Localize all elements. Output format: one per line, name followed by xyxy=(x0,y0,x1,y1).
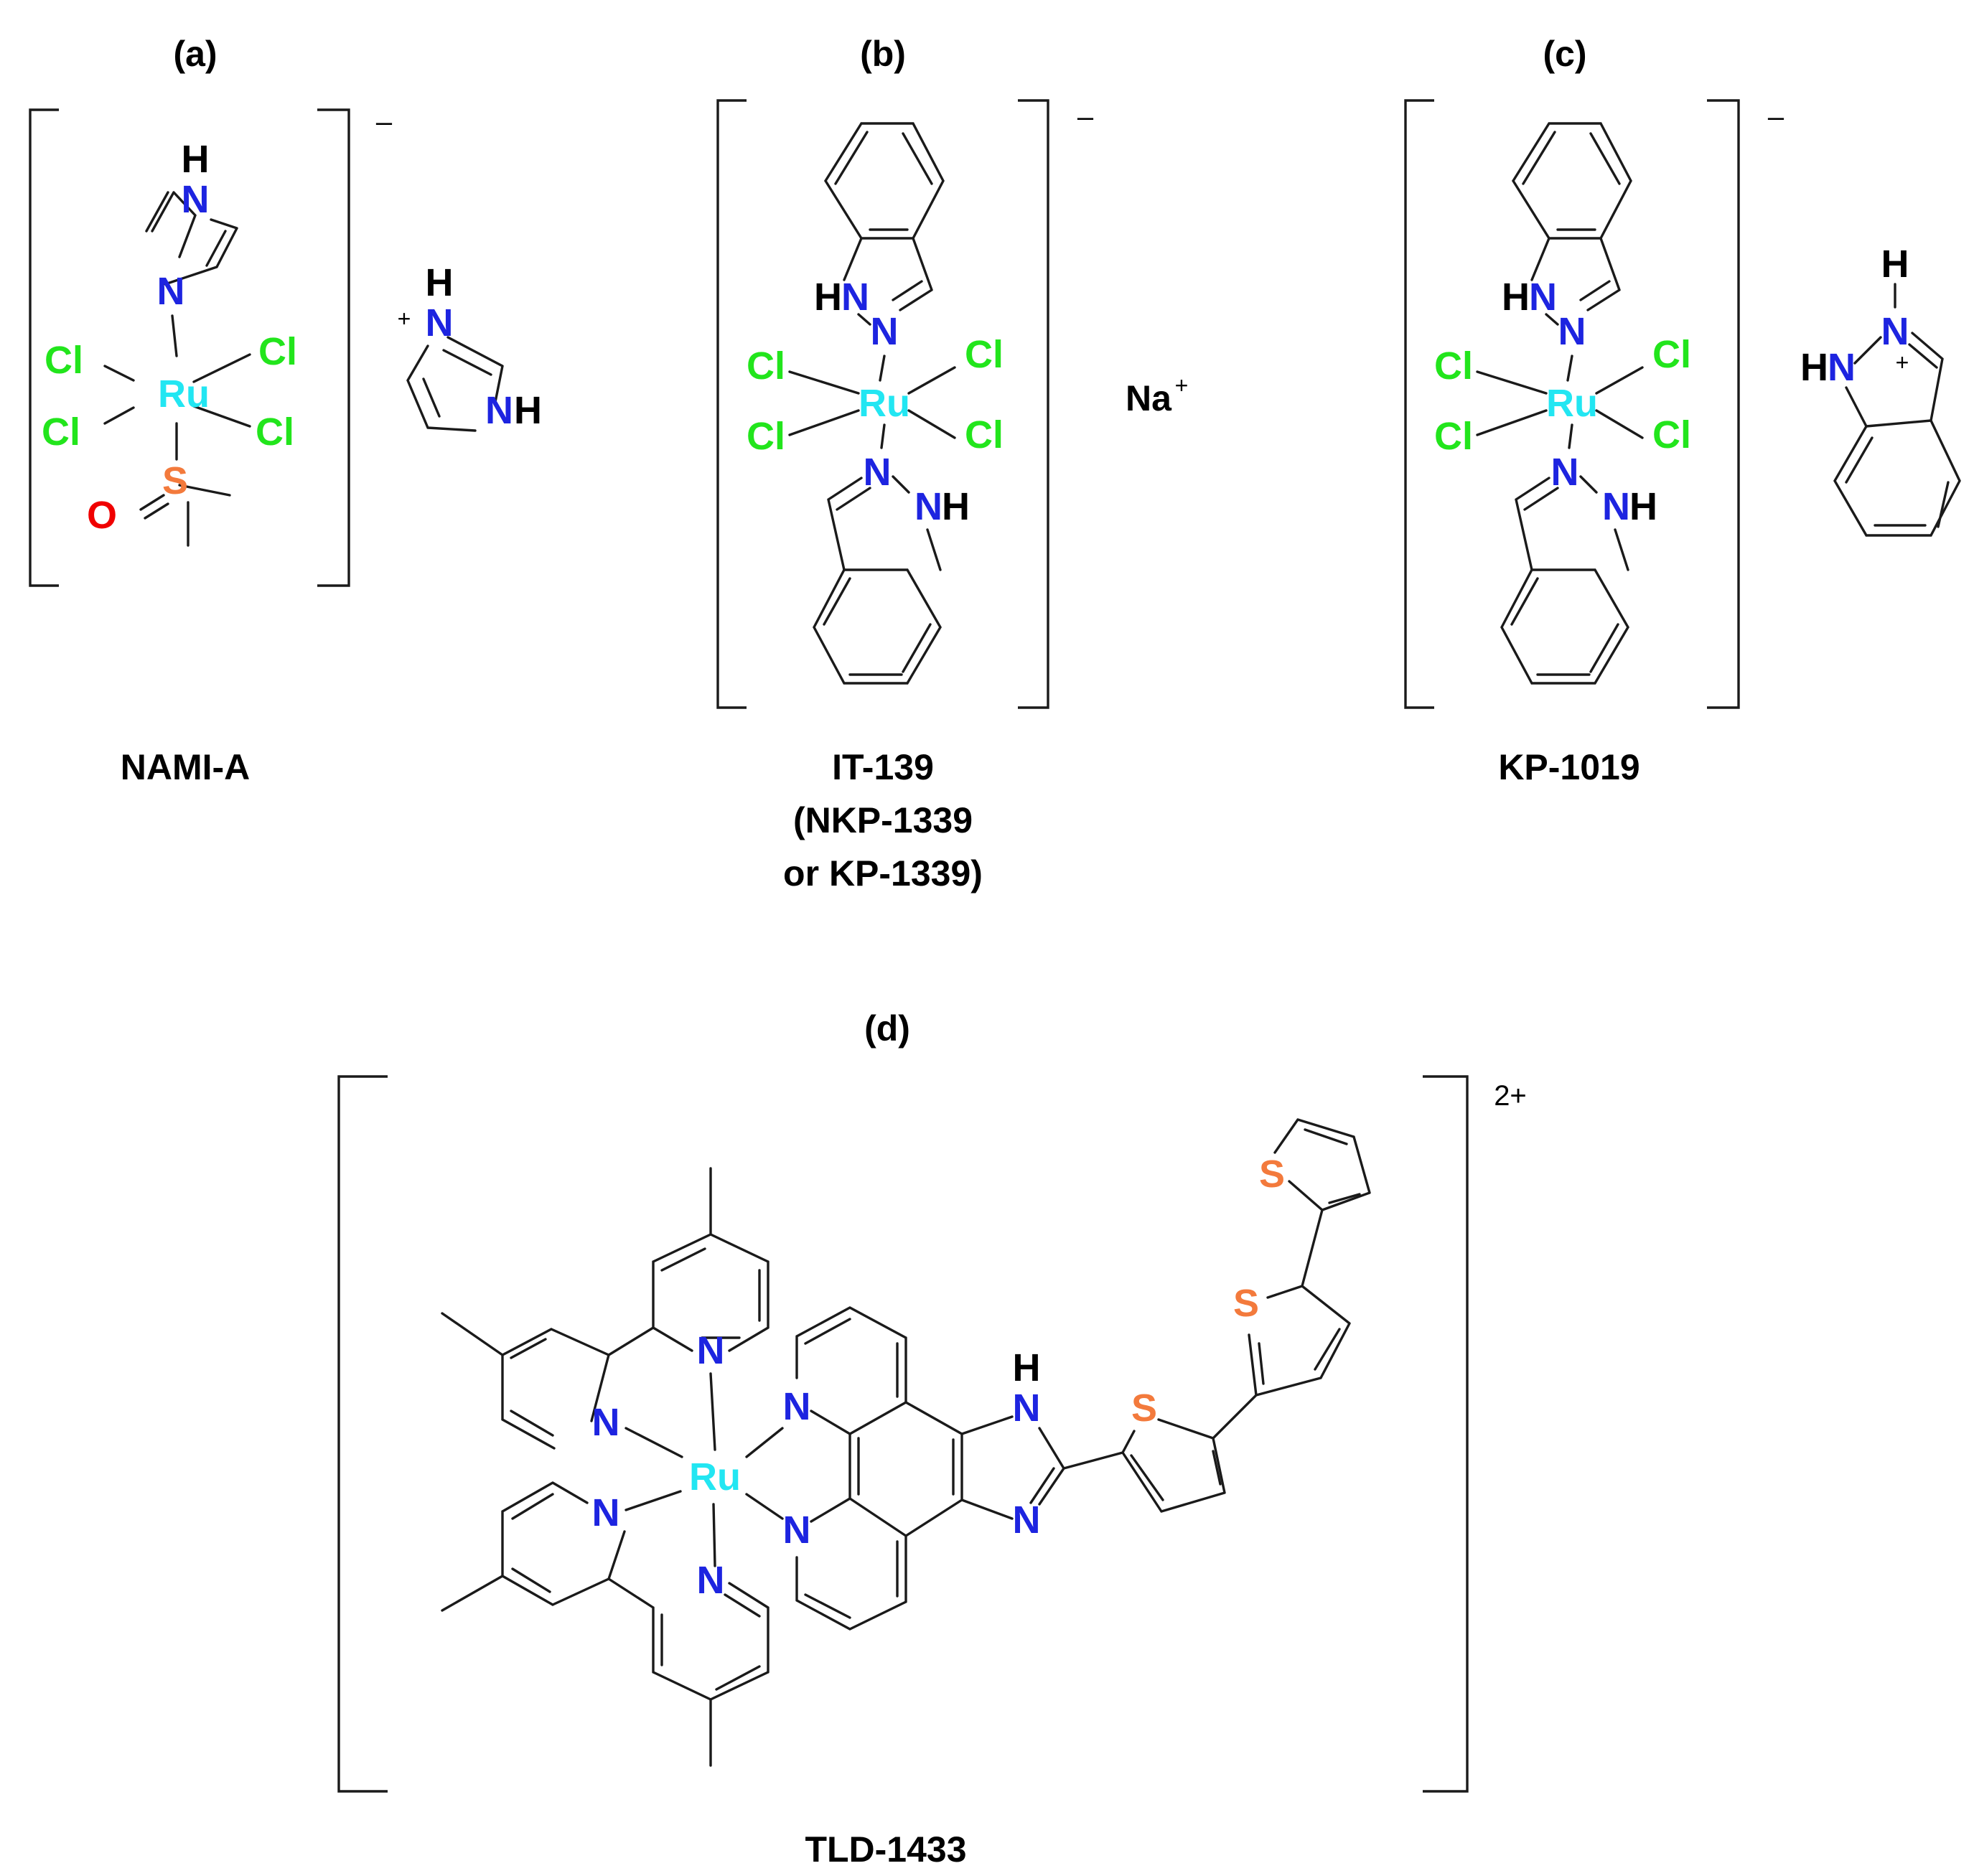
indazole-hn-h: H xyxy=(814,276,842,319)
cl-atom: Cl xyxy=(1652,333,1691,376)
terthiophene-substituent: S S S xyxy=(1062,1118,1371,1513)
phen-n: N xyxy=(783,1385,811,1428)
sodium-charge: + xyxy=(1175,372,1189,398)
indazole-ligand-lower: N N H xyxy=(1500,451,1657,685)
panel-a-label: (a) xyxy=(173,34,217,74)
panel-d-label: (d) xyxy=(864,1008,910,1049)
cl-atom: Cl xyxy=(747,344,785,388)
imidazole-nh-n: N xyxy=(1013,1387,1041,1430)
indazole-hn-n: N xyxy=(841,276,869,319)
anion-charge: – xyxy=(376,106,393,138)
cl-atom: Cl xyxy=(1434,344,1473,388)
ru-atom: Ru xyxy=(1546,382,1598,425)
o-atom: O xyxy=(87,494,117,537)
imidazole-n-coord: N xyxy=(157,270,185,313)
counterion-hn-n: N xyxy=(1828,346,1856,389)
thiophene-s: S xyxy=(1233,1282,1259,1325)
panel-b-name-line-2: (NKP-1339 xyxy=(793,800,973,840)
phen-n: N xyxy=(783,1509,811,1552)
indazole-n: N xyxy=(1558,310,1586,353)
counterion-h: H xyxy=(514,389,542,432)
right-bracket xyxy=(1707,99,1740,709)
counterion-n: N xyxy=(426,301,454,344)
left-bracket xyxy=(716,99,747,709)
counterion-n: N xyxy=(485,389,513,432)
panel-b-label: (b) xyxy=(860,34,906,74)
imidazole-h: H xyxy=(182,138,210,181)
imidazolium-counterion: N H + N H xyxy=(398,261,542,432)
right-bracket xyxy=(1018,99,1049,709)
bipyridine-lower: N N xyxy=(441,1481,770,1767)
right-bracket xyxy=(1423,1075,1469,1793)
cl-atom: Cl xyxy=(1434,415,1473,458)
indazole-hn-n: N xyxy=(1529,276,1557,319)
imidazole-n: N xyxy=(1013,1499,1041,1542)
left-bracket xyxy=(1404,99,1434,709)
indazole-n: N xyxy=(871,310,899,353)
counterion-n: N xyxy=(1881,310,1909,353)
panel-b-name-line-3: or KP-1339) xyxy=(783,853,983,894)
cl-atom: Cl xyxy=(965,413,1004,456)
imidazole-nh-h: H xyxy=(1013,1346,1041,1389)
cl-atom: Cl xyxy=(45,339,83,382)
sodium-symbol: Na xyxy=(1126,378,1172,418)
indazole-nh-n: N xyxy=(915,485,942,528)
counterion-h: H xyxy=(1881,243,1909,286)
anion-charge: – xyxy=(1077,101,1094,133)
ru-atom: Ru xyxy=(689,1455,741,1499)
indazole-ligand-upper: N H N xyxy=(1502,122,1632,353)
left-bracket xyxy=(29,108,59,587)
right-bracket xyxy=(317,108,350,587)
thiophene-s: S xyxy=(1259,1153,1285,1196)
panel-b-name-line-1: IT-139 xyxy=(832,747,934,787)
s-atom: S xyxy=(162,459,188,502)
cl-atom: Cl xyxy=(42,411,80,454)
bipyridine-n: N xyxy=(592,1491,620,1534)
imidazophenanthroline-ligand: N N N H N xyxy=(783,1306,1065,1631)
sodium-counterion: Na xyxy=(1126,378,1172,418)
indazole-n: N xyxy=(864,451,892,494)
indazolium-counterion: H N H N + xyxy=(1800,243,1961,537)
panel-a: (a) – N N H Ru Cl Cl Cl Cl S O N H + xyxy=(29,34,542,787)
counterion-hn-h: H xyxy=(1800,346,1828,389)
indazole-hn-h: H xyxy=(1502,276,1530,319)
imidazole-ligand: N N H xyxy=(145,138,238,313)
counterion-charge: + xyxy=(1896,350,1909,375)
complex-charge: 2+ xyxy=(1494,1080,1527,1112)
indazole-ligand-upper: N H N xyxy=(814,122,945,353)
bipyridine-n: N xyxy=(697,1559,725,1602)
ru-atom: Ru xyxy=(158,372,210,416)
bipyridine-n: N xyxy=(697,1329,725,1372)
bipyridine-upper: N N xyxy=(441,1167,770,1450)
cl-atom: Cl xyxy=(256,411,294,454)
cl-atom: Cl xyxy=(965,333,1004,376)
panel-c-label: (c) xyxy=(1543,34,1586,74)
left-bracket xyxy=(337,1075,388,1793)
cl-atom: Cl xyxy=(747,415,785,458)
cl-atom: Cl xyxy=(258,330,297,373)
imidazole-nh-n: N xyxy=(182,178,210,221)
panel-d: (d) 2+ N N Ru N N N N xyxy=(337,1008,1527,1870)
indazole-nh-h: H xyxy=(942,485,970,528)
thiophene-s: S xyxy=(1131,1387,1157,1430)
indazole-nh-n: N xyxy=(1602,485,1630,528)
panel-a-name: NAMI-A xyxy=(121,747,251,787)
panel-d-name: TLD-1433 xyxy=(805,1829,966,1870)
ru-atom: Ru xyxy=(859,382,910,425)
counterion-charge: + xyxy=(398,306,411,332)
counterion-h: H xyxy=(426,261,454,304)
cl-atom: Cl xyxy=(1652,413,1691,456)
anion-charge: – xyxy=(1768,101,1784,133)
indazole-n: N xyxy=(1551,451,1579,494)
panel-c-name: KP-1019 xyxy=(1498,747,1639,787)
indazole-ligand-lower: N N H xyxy=(813,451,970,685)
panel-b: (b) – N H N Ru Cl Cl Cl Cl N N H Na xyxy=(716,34,1189,894)
panel-c: (c) – N H N Ru Cl Cl Cl Cl N N H H xyxy=(1404,34,1961,787)
bipyridine-n: N xyxy=(592,1401,620,1444)
indazole-nh-h: H xyxy=(1629,485,1657,528)
